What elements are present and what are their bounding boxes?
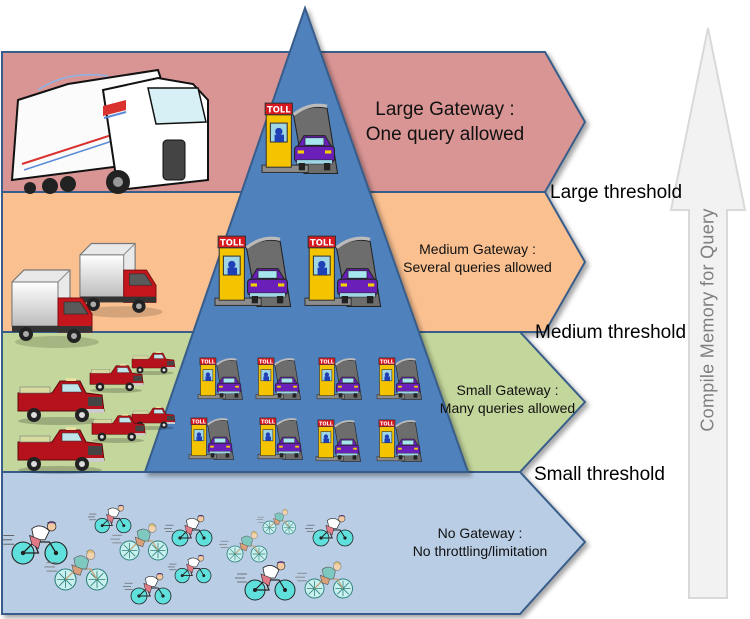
band-label-small: Small Gateway : Many queries allowed (420, 381, 595, 417)
band-label-medium: Medium Gateway : Several queries allowed (390, 240, 565, 276)
toll-sign-text: TOLL (380, 359, 395, 365)
toll-booth-small-1: TOLL (197, 356, 244, 401)
toll-sign-text: TOLL (259, 359, 274, 365)
toll-booth-small-8: TOLL (376, 418, 423, 463)
no-gateway-title: No Gateway : (437, 525, 523, 541)
large-gateway-subtitle: One query allowed (365, 123, 525, 145)
toll-sign-text: TOLL (310, 238, 334, 248)
band-label-none: No Gateway : No throttling/limitation (380, 524, 580, 560)
medium-gateway-title: Medium Gateway : (419, 241, 536, 257)
no-gateway-subtitle: No throttling/limitation (412, 543, 548, 560)
large-threshold-label: Large threshold (550, 182, 683, 203)
toll-booth-medium-1: TOLL (213, 234, 293, 309)
toll-booth-small-6: TOLL (257, 416, 304, 461)
compile-memory-label: Compile Memory for Query (697, 208, 718, 432)
toll-sign-text: TOLL (220, 238, 244, 248)
toll-booth-small-7: TOLL (315, 418, 362, 463)
small-gateway-subtitle: Many queries allowed (439, 400, 576, 417)
semi-truck-icon (10, 68, 209, 194)
small-gateway-title: Small Gateway : (456, 382, 559, 398)
toll-booth-large: TOLL (260, 101, 340, 176)
toll-sign-text: TOLL (319, 421, 334, 427)
toll-sign-text: TOLL (261, 419, 276, 425)
small-threshold-label: Small threshold (534, 464, 665, 485)
toll-booth-medium-2: TOLL (303, 234, 383, 309)
band-label-large: Large Gateway : One query allowed (345, 98, 545, 147)
toll-sign-text: TOLL (267, 105, 291, 115)
toll-sign-text: TOLL (201, 359, 216, 365)
toll-sign-text: TOLL (380, 421, 395, 427)
toll-booth-small-5: TOLL (188, 416, 235, 461)
toll-booth-small-4: TOLL (376, 356, 423, 401)
toll-sign-text: TOLL (320, 359, 335, 365)
toll-sign-text: TOLL (192, 419, 207, 425)
compile-memory-arrow (669, 27, 747, 599)
medium-gateway-subtitle: Several queries allowed (403, 259, 552, 276)
large-gateway-title: Large Gateway : (375, 99, 515, 120)
toll-booth-small-2: TOLL (255, 356, 302, 401)
toll-booth-small-3: TOLL (316, 356, 363, 401)
medium-threshold-label: Medium threshold (535, 322, 687, 343)
